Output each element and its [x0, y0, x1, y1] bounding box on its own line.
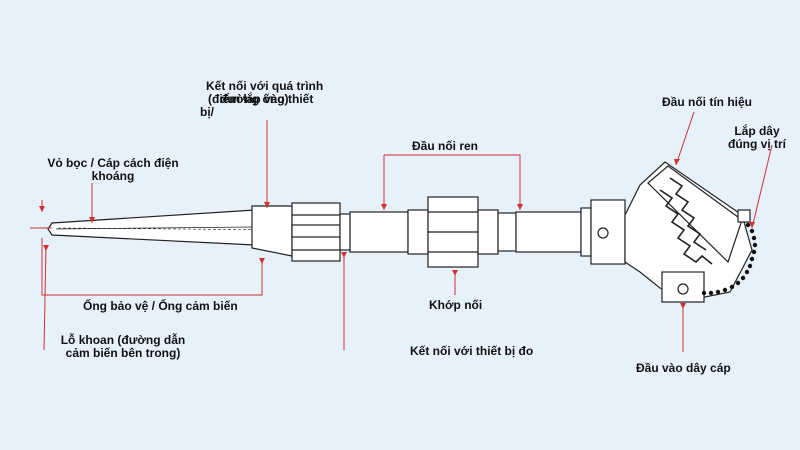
label-process-connection-line3: bị/: [200, 105, 214, 119]
label-process-connection-line1: Kết nối với quá trình: [206, 79, 324, 93]
label-thread: Đầu nối ren: [412, 139, 479, 153]
label-process-connection: Kết nối với quá trình (điểm lắp vào thiế…: [200, 80, 323, 119]
label-signal-head: Đầu nối tín hiệu: [662, 95, 752, 109]
label-process-connection-line2: (điểm lắp vào thiết: [208, 92, 314, 106]
label-union: Khớp nối: [429, 298, 483, 312]
label-positioning-wire-line1: Lắp dây: [734, 124, 780, 138]
label-positioning-wire: Lắp dây đúng vị trí: [722, 125, 792, 151]
label-bore: Lỗ khoan (đường dẫn cảm biến bên trong): [38, 334, 208, 360]
positioning-wire: [701, 222, 758, 296]
label-process-connection-line4: đường ống): [220, 92, 289, 106]
extension-pipe: [349, 211, 409, 253]
label-cable-entry: Đầu vào dây cáp: [636, 361, 731, 375]
label-protection-tube: Ống bảo vệ / Ống cảm biến: [83, 299, 238, 313]
label-positioning-wire-line2: đúng vị trí: [728, 137, 786, 151]
label-sheath-line2: khoáng: [91, 169, 135, 183]
label-instrument-connection: Kết nối với thiết bị đo: [410, 344, 534, 358]
terminal-head: [624, 161, 753, 301]
label-bore-line1: Lỗ khoan (đường dẫn: [60, 333, 186, 347]
label-sheath: Vỏ bọc / Cáp cách điện khoáng: [28, 157, 198, 183]
label-bore-line2: cảm biến bên trong): [65, 346, 181, 360]
label-sheath-line1: Vỏ bọc / Cáp cách điện: [47, 156, 179, 170]
extension-pipe-2: [515, 211, 582, 253]
process-connection-body: [251, 205, 293, 257]
